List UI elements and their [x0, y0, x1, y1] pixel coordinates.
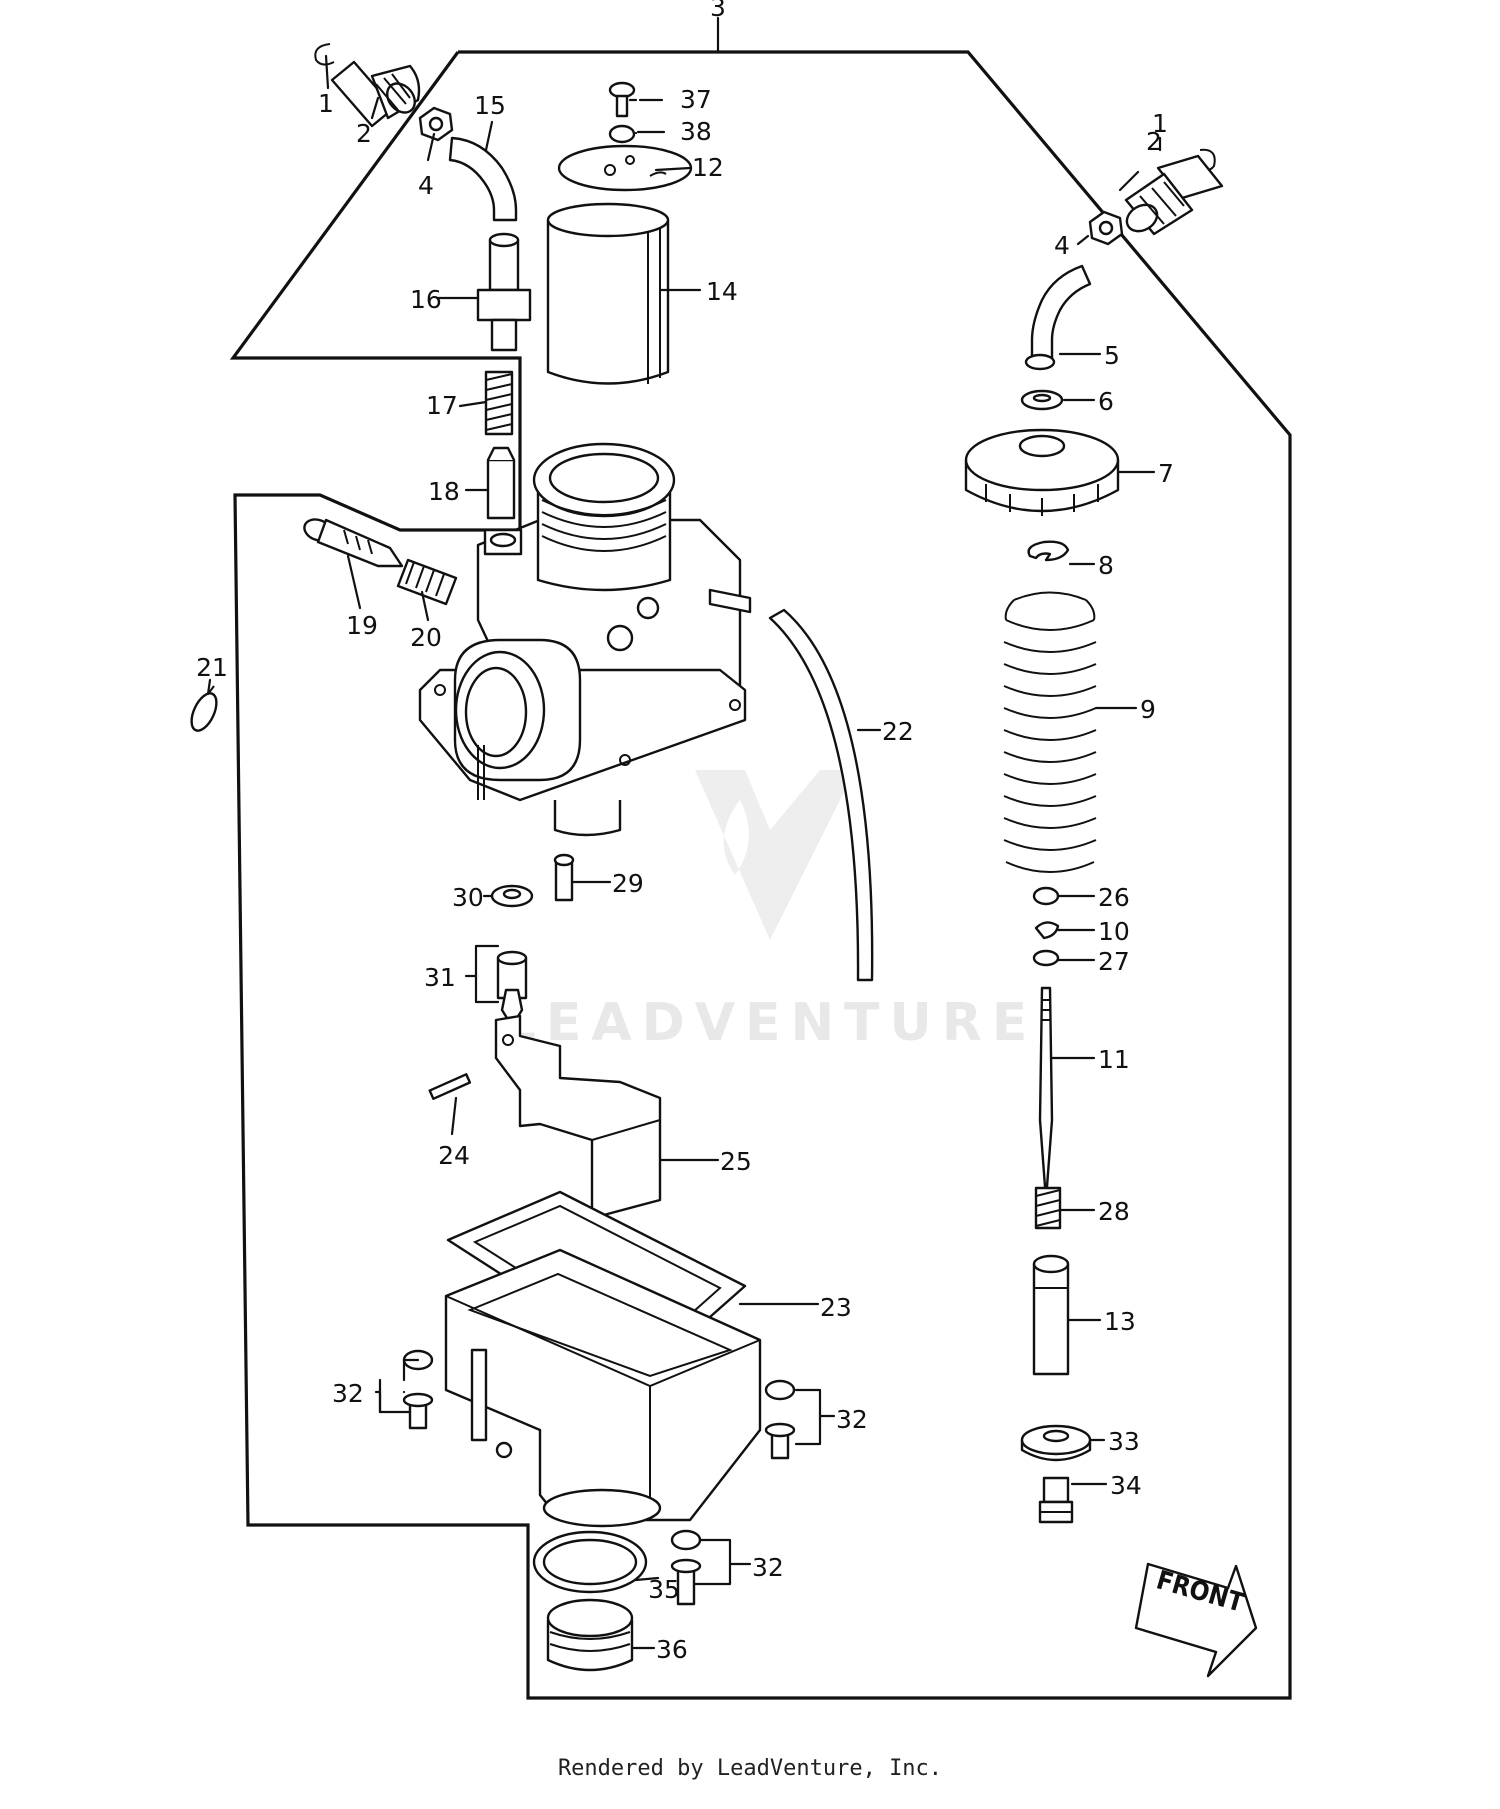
part-32-screw-bottom [670, 1529, 702, 1606]
callout-25: 25 [720, 1147, 752, 1176]
part-31-needle-valve [496, 950, 528, 1028]
part-10-clip [1034, 921, 1060, 940]
part-7-top-cap [964, 428, 1120, 516]
callout-29: 29 [612, 869, 644, 898]
callout-21: 21 [196, 653, 228, 682]
callout-13: 13 [1104, 1307, 1136, 1336]
watermark-logo-icon [695, 770, 855, 940]
callout-2-right: 2 [1146, 127, 1162, 156]
callout-1-right: 1 [1152, 109, 1168, 138]
part-4-nut-right [1088, 210, 1124, 246]
callout-4-right: 4 [1054, 231, 1070, 260]
part-29-jet [553, 853, 575, 902]
callout-8: 8 [1098, 551, 1114, 580]
part-13-needle-jet [1032, 1254, 1070, 1376]
assembly-border [229, 50, 1292, 1700]
callout-2-left: 2 [356, 119, 372, 148]
callout-26: 26 [1098, 883, 1130, 912]
part-21-cap [190, 685, 218, 732]
callout-14: 14 [706, 277, 738, 306]
part-34-main-jet [1038, 1476, 1074, 1524]
part-17-spring [484, 370, 514, 436]
part-12-plate [557, 144, 693, 192]
watermark-text: LEADVENTURE [503, 993, 1038, 1053]
callout-38: 38 [680, 117, 712, 146]
callout-32-left: 32 [332, 1379, 364, 1408]
callout-7: 7 [1158, 459, 1174, 488]
part-2-adjuster-left [330, 60, 421, 128]
leader-lines [206, 16, 1162, 1650]
part-36-drain-plug [546, 1598, 634, 1672]
part-20-spring [396, 558, 458, 606]
part-32-screw-left [402, 1349, 434, 1430]
part-6-washer [1020, 389, 1064, 411]
callout-23: 23 [820, 1293, 852, 1322]
part-30-washer [490, 884, 534, 908]
part-32-screw-right [764, 1379, 796, 1460]
callout-33: 33 [1108, 1427, 1140, 1456]
part-15-elbow [448, 136, 518, 222]
part-9-spring [1003, 591, 1097, 873]
callout-32-right: 32 [836, 1405, 868, 1434]
part-14-throttle-valve [546, 202, 670, 385]
callout-15: 15 [474, 91, 506, 120]
part-35-o-ring [532, 1530, 648, 1594]
callout-1-left: 1 [318, 89, 334, 118]
part-11-jet-needle [1038, 986, 1054, 1202]
callout-36: 36 [656, 1635, 688, 1664]
part-24-pin [428, 1073, 472, 1100]
callout-4-left: 4 [418, 171, 434, 200]
part-5-elbow-base [1024, 353, 1056, 371]
watermark: LEADVENTURE [503, 770, 1038, 1053]
callout-17: 17 [426, 391, 458, 420]
callout-10: 10 [1098, 917, 1130, 946]
part-33-holder [1020, 1424, 1092, 1462]
callout-labels: 3 1 2 4 15 37 38 12 14 16 17 18 19 20 21… [196, 0, 1174, 1664]
part-16-fitting [476, 232, 532, 352]
callout-32-bottom: 32 [752, 1553, 784, 1582]
part-18-plunger [486, 446, 516, 520]
callout-28: 28 [1098, 1197, 1130, 1226]
footer-credit: Rendered by LeadVenture, Inc. [557, 1756, 943, 1781]
callout-19: 19 [346, 611, 378, 640]
part-4-nut-left [418, 106, 454, 142]
callout-6: 6 [1098, 387, 1114, 416]
part-37-screw [608, 81, 636, 118]
callout-27: 27 [1098, 947, 1130, 976]
callout-12: 12 [692, 153, 724, 182]
callout-35: 35 [648, 1575, 680, 1604]
callout-3: 3 [710, 0, 726, 22]
callout-24: 24 [438, 1141, 470, 1170]
callout-16: 16 [410, 285, 442, 314]
part-26-washer [1032, 886, 1060, 906]
front-arrow-icon: FRONT [1134, 1562, 1258, 1678]
part-carburetor-body [418, 442, 752, 837]
part-1-clip-left [314, 43, 335, 66]
callout-31: 31 [424, 963, 456, 992]
callout-5: 5 [1104, 341, 1120, 370]
callout-20: 20 [410, 623, 442, 652]
callout-18: 18 [428, 477, 460, 506]
part-19-air-screw [303, 518, 404, 568]
part-2-adjuster-right [1124, 154, 1224, 236]
part-float-bowl [444, 1248, 762, 1528]
part-25-float [494, 1014, 662, 1218]
part-38-washer [608, 124, 636, 144]
part-27-washer [1032, 949, 1060, 967]
callout-30: 30 [452, 883, 484, 912]
part-28-spring [1034, 1186, 1062, 1230]
callout-37: 37 [680, 85, 712, 114]
part-5-elbow [1030, 264, 1092, 360]
callout-34: 34 [1110, 1471, 1142, 1500]
callout-22: 22 [882, 717, 914, 746]
callout-9: 9 [1140, 695, 1156, 724]
part-8-clip [1027, 540, 1070, 562]
part-22-hose [768, 608, 874, 982]
callout-11: 11 [1098, 1045, 1130, 1074]
